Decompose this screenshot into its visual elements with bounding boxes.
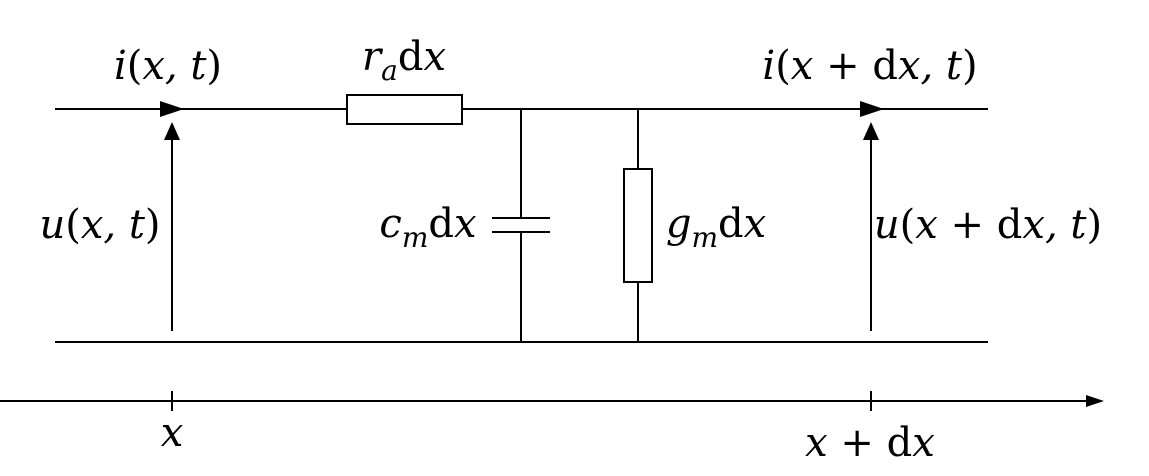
conductance-element [623, 168, 653, 283]
voltage-in-label: u(x, t) [39, 202, 160, 248]
voltage-out-arrowhead [863, 122, 879, 140]
axis-label-x: x [161, 410, 184, 456]
voltage-out-label: u(x + dx, t) [874, 202, 1102, 248]
axis-label-x-plus-dx: x + dx [805, 420, 935, 466]
capacitor-label: cmdx [379, 201, 476, 254]
resistor-label: radx [362, 34, 446, 87]
conductance-label: gmdx [666, 201, 766, 254]
voltage-in-arrowhead [164, 122, 180, 140]
current-in-arrowhead [160, 101, 184, 117]
resistor-element [346, 94, 463, 125]
position-axis-arrowhead [1086, 395, 1104, 407]
current-out-label: i(x + dx, t) [762, 43, 977, 89]
current-out-arrowhead [860, 101, 884, 117]
current-in-label: i(x, t) [114, 43, 222, 89]
